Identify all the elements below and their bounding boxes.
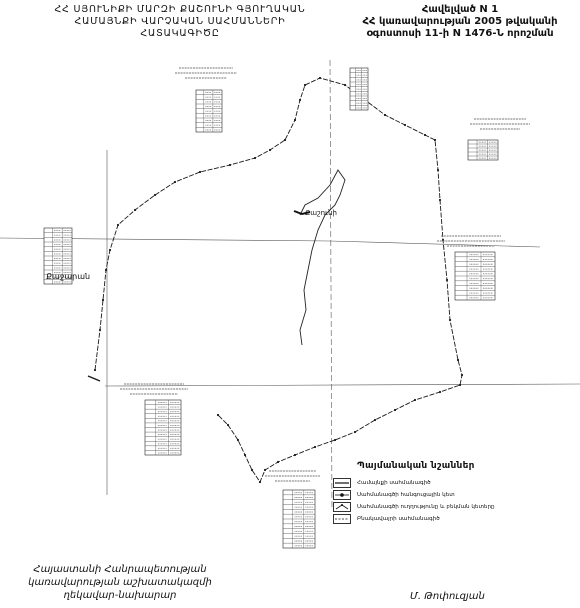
legend-item: Համայնքի սահմանագիծ (333, 477, 533, 489)
boundary-point (250, 468, 254, 472)
coordinate-table (437, 235, 505, 301)
boundary-point (460, 373, 464, 377)
legend-item: Բնակավայրի սահմանագիծ (333, 513, 533, 525)
boundary-point (216, 413, 220, 417)
boundary-line-icon (333, 478, 351, 488)
grid-line-vertical-center (329, 59, 333, 511)
boundary-point (93, 368, 97, 372)
boundary-point (456, 358, 460, 362)
boundary-point (236, 438, 240, 442)
boundary-point (268, 148, 272, 152)
position-line-2: կառավարության աշխատակազմի (28, 577, 212, 588)
boundary-point (293, 118, 297, 122)
coordinate-table (175, 67, 237, 133)
signatory-position: Հայաստանի Հանրապետության կառավարության ա… (20, 563, 220, 602)
boundary-point (243, 453, 247, 457)
boundary-point (258, 480, 262, 484)
settlement-core (293, 210, 311, 216)
annex-reference: Հավելված N 1 ՀՀ կառավարության 2005 թվակա… (345, 4, 575, 40)
settlement-lines (293, 169, 346, 346)
boundary-point (298, 98, 302, 102)
boundary-point (226, 423, 230, 427)
boundary-point (333, 438, 337, 442)
boundary-point (173, 180, 177, 184)
legend-item: Սահմանագծի հանգուցային կետ (333, 489, 533, 501)
boundary-point (436, 168, 440, 172)
title-line-2: ՀԱՄԱՅՆՔԻ ՎԱՐՉԱԿԱՆ ՍԱՀՄԱՆՆԵՐԻ (74, 16, 286, 27)
boundary-point (403, 123, 407, 127)
boundary-point (423, 133, 427, 137)
boundary-point (101, 298, 105, 302)
boundary-point (116, 223, 120, 227)
boundary-point (343, 83, 347, 87)
boundary-line (94, 77, 463, 483)
boundary-point (313, 445, 317, 449)
boundary-point (283, 138, 287, 142)
boundary-point (373, 418, 377, 422)
signatory-name: Մ. Թոփուզյան (410, 591, 485, 602)
document-title: ՀՀ ՍՅՈՒՆԻՔԻ ՄԱՐԶԻ ՔԱՇՈՒՆԻ ԳՅՈՒՂԱԿԱՆ ՀԱՄԱ… (30, 4, 330, 40)
boundary-point (133, 208, 137, 212)
settlement-label: Քաշունի (305, 209, 337, 217)
coordinate-tables (43, 67, 530, 549)
boundary-direction-icon (333, 502, 351, 512)
annex-line-1: Հավելված N 1 (421, 4, 499, 15)
boundary-node-icon (333, 490, 351, 500)
coordinate-table (349, 67, 369, 111)
boundary-point (198, 170, 202, 174)
coordinate-table (265, 470, 320, 549)
boundary-point (228, 163, 232, 167)
legend-item-label: Սահմանագծի ուղղությունը և բեկման կետերը (357, 504, 495, 510)
boundary-point (413, 398, 417, 402)
boundary-point (153, 193, 157, 197)
legend-title: Պայմանական նշաններ (357, 461, 475, 471)
boundary-point (318, 76, 322, 80)
map-legend: Պայմանական նշաններ Համայնքի սահմանագիծ Ս… (333, 461, 533, 525)
neighbor-label: Քաջարան (46, 272, 91, 281)
grid-line-horizontal-lower (104, 383, 580, 387)
boundary-point (303, 83, 307, 87)
title-line-3: ՀԱՏԱԿԱԳԻԾԸ (140, 28, 220, 39)
legend-item-label: Համայնքի սահմանագիծ (357, 480, 431, 486)
boundary-point (458, 383, 462, 387)
boundary-segment (87, 375, 101, 382)
boundary-map (0, 59, 580, 549)
grid-line-horizontal-upper (0, 237, 541, 248)
boundary-point (438, 390, 442, 394)
boundary-point (276, 460, 280, 464)
boundary-point (448, 318, 452, 322)
legend-item-label: Բնակավայրի սահմանագիծ (357, 516, 440, 522)
boundary-point (108, 248, 112, 252)
legend-item: Սահմանագծի ուղղությունը և բեկման կետերը (333, 501, 533, 513)
settlement-outline (299, 169, 346, 346)
coordinate-table (467, 118, 530, 161)
boundary-point (433, 138, 437, 142)
coordinate-table (43, 227, 73, 285)
title-line-1: ՀՀ ՍՅՈՒՆԻՔԻ ՄԱՐԶԻ ՔԱՇՈՒՆԻ ԳՅՈՒՂԱԿԱՆ (54, 4, 306, 15)
annex-line-2: ՀՀ կառավարության 2005 թվականի (362, 16, 558, 27)
legend-item-label: Սահմանագծի հանգուցային կետ (357, 492, 455, 498)
coordinate-table (120, 383, 188, 456)
boundary-point (438, 198, 442, 202)
position-line-1: Հայաստանի Հանրապետության (33, 564, 207, 575)
boundary-point (445, 278, 449, 282)
map-grid (0, 59, 580, 511)
boundary-point (263, 468, 267, 472)
boundary-point (104, 268, 108, 272)
boundary-point (383, 113, 387, 117)
annex-line-3: օգոստոսի 11-ի N 1476-Ն որոշման (366, 28, 554, 39)
boundary-point (293, 453, 297, 457)
boundary-point (98, 328, 102, 332)
position-line-3: ղեկավար-նախարար (63, 590, 177, 601)
community-boundary (87, 76, 464, 484)
boundary-point (253, 156, 257, 160)
settlement-boundary-icon (333, 514, 351, 524)
boundary-point (393, 408, 397, 412)
boundary-point (353, 430, 357, 434)
